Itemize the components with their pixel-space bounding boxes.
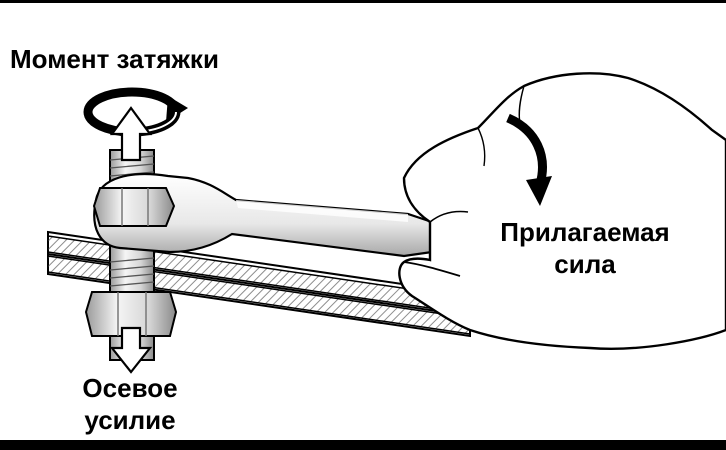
- axial-force-label: Осевое усилие: [60, 372, 200, 436]
- axial-force-line-1: Осевое: [82, 373, 178, 403]
- hand: [398, 72, 726, 350]
- wrench: [92, 172, 434, 258]
- arrow-up-icon: [109, 106, 153, 162]
- applied-force-line-2: сила: [554, 249, 616, 279]
- bottom-border: [0, 440, 726, 450]
- curved-arrow-down-icon: [506, 113, 552, 206]
- top-border: [0, 0, 726, 3]
- axial-force-line-2: усилие: [84, 405, 176, 435]
- torque-label: Момент затяжки: [10, 44, 219, 74]
- arrow-down-icon: [109, 326, 153, 374]
- applied-force-label: Прилагаемая сила: [470, 216, 700, 280]
- applied-force-line-1: Прилагаемая: [500, 217, 670, 247]
